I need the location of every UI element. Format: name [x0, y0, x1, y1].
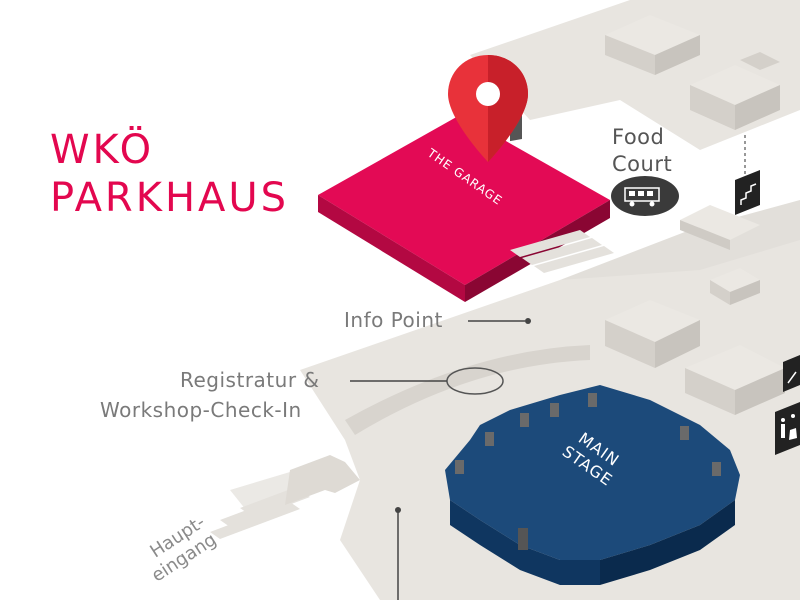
building-mid-1 [605, 300, 700, 368]
building-mid-2 [685, 345, 785, 415]
registration-desk [345, 345, 590, 435]
restroom-icon [775, 402, 800, 455]
main-stage-building [445, 385, 740, 585]
info-point-label: Info Point [344, 308, 443, 332]
map-pin-icon[interactable] [448, 55, 528, 162]
stairs-icon [735, 170, 760, 215]
registratur-label-line2: Workshop-Check-In [100, 398, 302, 422]
food-court-line2: Court [612, 152, 673, 176]
building-upper-2 [690, 65, 780, 130]
food-court-line1: Food [612, 125, 665, 149]
elevator-icon [783, 355, 800, 392]
crosswalk-garage [510, 230, 614, 273]
title-line2: PARKHAUS [50, 175, 290, 221]
page-title: WKÖ PARKHAUS [50, 126, 289, 222]
food-court-label: Food Court [612, 124, 672, 178]
garage-building [318, 110, 610, 302]
title-line1: WKÖ [50, 127, 155, 173]
food-truck-icon [611, 176, 679, 216]
building-mid-3 [710, 268, 760, 305]
lobby-counter [680, 205, 760, 250]
registratur-label-line1: Registratur & [180, 368, 320, 392]
entrance-arrow [285, 455, 360, 505]
building-upper-1 [605, 15, 700, 75]
building-upper-3 [740, 52, 780, 70]
